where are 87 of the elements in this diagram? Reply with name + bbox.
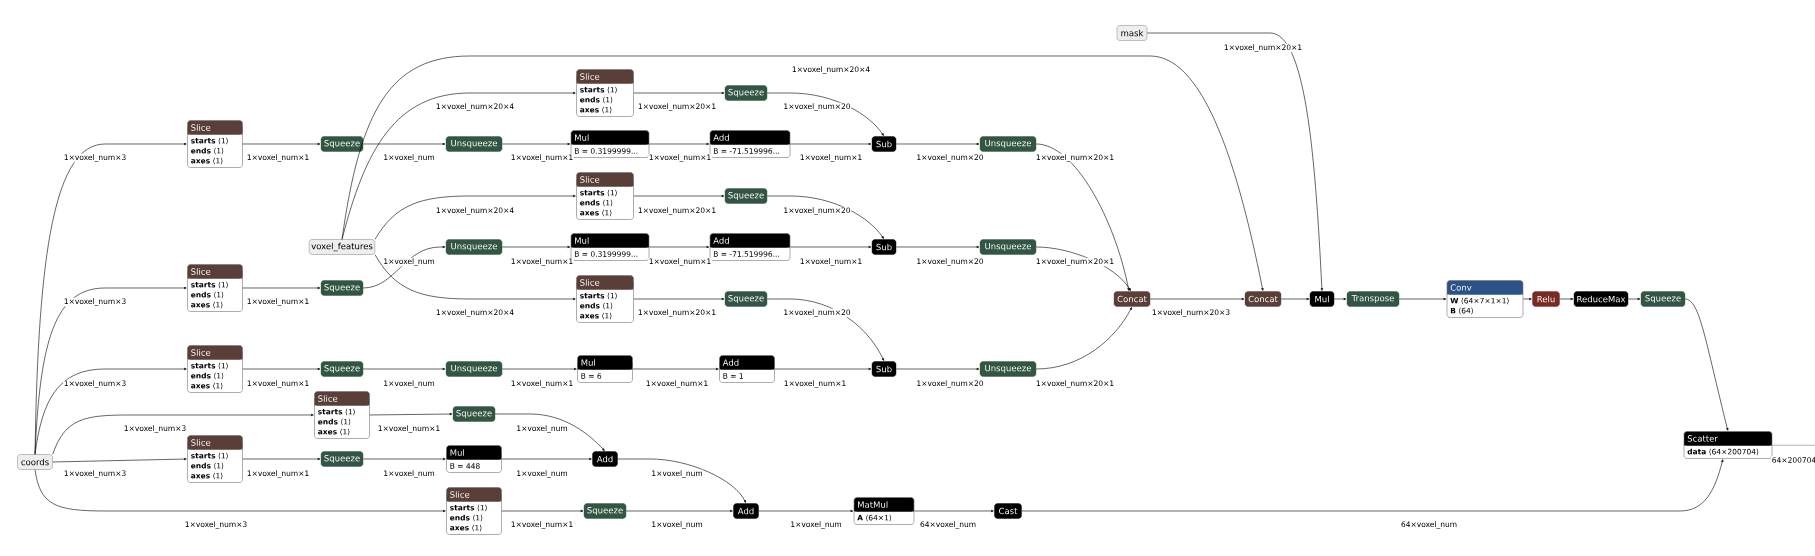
operator-box: Squeeze: [583, 503, 627, 519]
arrow: [766, 195, 884, 239]
arrow: [1035, 143, 1130, 291]
arrow: [501, 367, 577, 371]
arrow: [34, 469, 446, 513]
arrow: [242, 142, 321, 146]
arrow: [895, 367, 980, 371]
operator-box: Cast: [994, 503, 1022, 519]
arrow: [34, 367, 187, 455]
arrow: [790, 142, 872, 146]
arrow: [362, 245, 446, 289]
arrow: [1149, 297, 1245, 301]
arrow: [1035, 307, 1132, 370]
operator-box: Squeeze: [320, 280, 364, 296]
operator-box: ReduceMax: [1573, 291, 1629, 307]
operator-box: Squeeze: [320, 361, 364, 377]
arrow: [766, 298, 884, 361]
operator-box: Transpose: [1346, 291, 1400, 307]
operator-box: Unsqueeze: [445, 136, 503, 152]
arrow: [1684, 298, 1729, 431]
operator-box: Concat: [1113, 291, 1151, 307]
arrow: [501, 142, 571, 146]
operator-box: Unsqueeze: [979, 361, 1037, 377]
arrow: [34, 142, 187, 455]
operator-box: Unsqueeze: [445, 239, 503, 255]
arrow: [362, 457, 446, 461]
arrow: [790, 245, 872, 249]
arrow: [362, 367, 446, 371]
arrow: [632, 367, 719, 371]
operator-box: Add: [592, 451, 618, 467]
operator-box: Squeeze: [320, 451, 364, 467]
arrow: [758, 509, 854, 513]
operator-box: Sub: [871, 361, 897, 377]
arrow: [501, 245, 571, 249]
operator-box: Sub: [871, 239, 897, 255]
arrow: [895, 245, 980, 249]
arrow: [766, 92, 884, 136]
arrow: [1398, 297, 1447, 301]
arrow: [34, 286, 187, 455]
arrow: [633, 91, 725, 95]
input-box: voxel_features: [308, 239, 376, 255]
input-box: mask: [1116, 25, 1148, 41]
arrow: [617, 458, 746, 503]
arrow: [895, 142, 980, 146]
operator-box: Squeeze: [452, 406, 496, 422]
operator-box: Sub: [871, 136, 897, 152]
operator-box: Squeeze: [1640, 291, 1686, 307]
arrow: [914, 509, 994, 513]
arrow: [369, 412, 453, 416]
operator-box: Squeeze: [320, 136, 364, 152]
arrow: [374, 254, 576, 301]
operator-box: Squeeze: [724, 291, 768, 307]
operator-box: Unsqueeze: [979, 136, 1037, 152]
input-box: coords: [17, 454, 53, 470]
arrow: [501, 509, 584, 513]
arrow: [649, 245, 710, 249]
arrow: [494, 413, 605, 451]
arrow: [774, 367, 872, 371]
operator-box: Unsqueeze: [979, 239, 1037, 255]
operator-box: Unsqueeze: [445, 361, 503, 377]
arrow: [242, 286, 321, 290]
arrow: [1021, 459, 1724, 512]
operator-box: Add: [733, 503, 759, 519]
arrow: [341, 55, 1264, 291]
arrow: [242, 457, 321, 461]
arrow: [1523, 297, 1532, 301]
arrow: [1146, 32, 1323, 291]
arrow: [1333, 297, 1347, 301]
operator-box: Mul: [1309, 291, 1335, 307]
arrow: [625, 509, 733, 513]
operator-box: Concat: [1244, 291, 1282, 307]
operator-box: Relu: [1532, 291, 1560, 307]
arrow: [52, 457, 187, 463]
arrow: [633, 297, 725, 301]
arrow: [242, 367, 321, 371]
arrow: [1280, 297, 1310, 301]
arrow: [362, 142, 446, 146]
arrow: [633, 194, 725, 198]
arrow: [1627, 297, 1641, 301]
arrow: [649, 142, 710, 146]
arrow: [374, 194, 576, 240]
arrow: [1035, 246, 1131, 291]
arrow: [52, 413, 314, 455]
arrow: [501, 457, 592, 461]
operator-box: Squeeze: [724, 85, 768, 101]
operator-box: Squeeze: [724, 188, 768, 204]
arrow: [1559, 297, 1574, 301]
